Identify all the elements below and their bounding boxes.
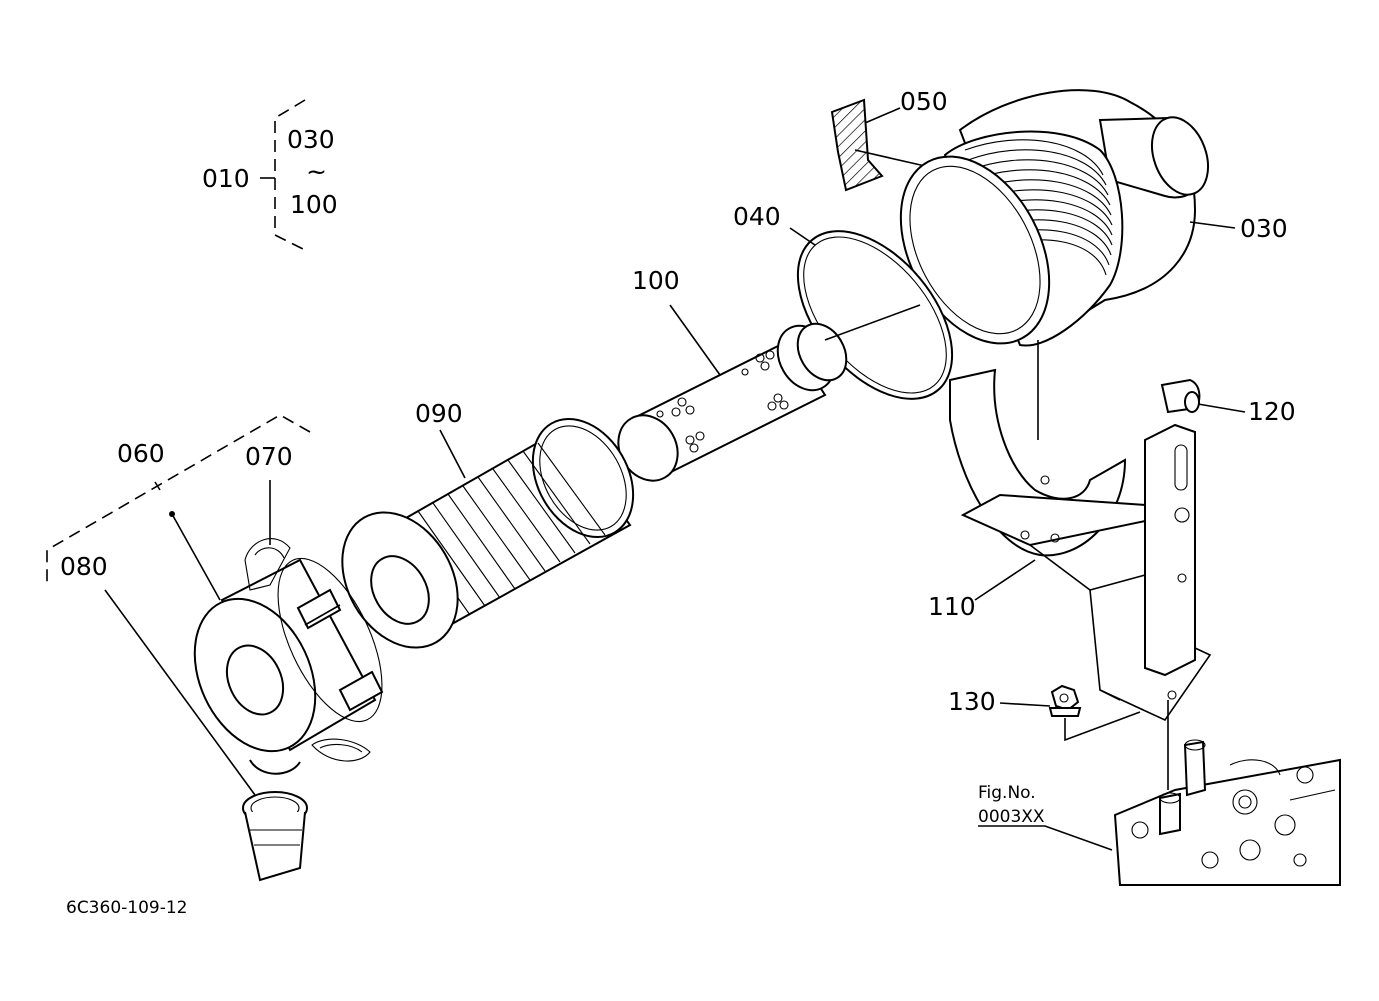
part-090-filter-element xyxy=(341,417,635,649)
part-060-dust-cup xyxy=(193,557,384,775)
figure-number-code: 0003XX xyxy=(978,807,1045,827)
label-070: 070 xyxy=(245,442,293,471)
label-120: 120 xyxy=(1248,397,1296,426)
assembly-axis-4 xyxy=(1064,711,1141,742)
label-110: 110 xyxy=(928,592,976,621)
engine-head-reference xyxy=(1113,700,1341,886)
part-130-nut xyxy=(1048,684,1082,717)
part-100-inner-element xyxy=(617,322,848,482)
label-100-range-end: 100 xyxy=(290,190,338,219)
part-070-clips xyxy=(244,538,371,762)
label-100: 100 xyxy=(632,266,680,295)
leader-120 xyxy=(1197,403,1246,413)
assembly-axis-1 xyxy=(824,304,921,341)
part-120-cap xyxy=(1160,378,1201,414)
label-range-tilde: ~ xyxy=(306,157,327,186)
part-050-shape xyxy=(830,98,884,192)
leader-080 xyxy=(104,589,256,796)
leader-110 xyxy=(974,559,1036,601)
leader-130 xyxy=(999,702,1051,707)
label-060: 060 xyxy=(117,439,165,468)
label-050: 050 xyxy=(900,87,948,116)
assembly-axis-3 xyxy=(304,604,341,626)
leader-fig xyxy=(978,825,1113,851)
label-010: 010 xyxy=(202,164,250,193)
leader-030 xyxy=(1189,221,1236,229)
leader-090 xyxy=(439,429,466,479)
label-090: 090 xyxy=(415,399,463,428)
leader-100 xyxy=(669,304,721,376)
leader-050-body xyxy=(854,149,926,167)
part-080-evacuator-valve xyxy=(242,791,308,882)
leader-060 xyxy=(171,513,221,601)
part-030-housing xyxy=(899,89,1210,347)
leader-040 xyxy=(789,227,816,246)
label-130: 130 xyxy=(948,687,996,716)
figure-number-label: Fig.No. xyxy=(978,783,1036,803)
leader-050 xyxy=(864,107,901,124)
label-040: 040 xyxy=(733,202,781,231)
label-080: 080 xyxy=(60,552,108,581)
part-110-bracket xyxy=(949,368,1212,722)
label-030-range-start: 030 xyxy=(287,125,335,154)
label-030: 030 xyxy=(1240,214,1288,243)
drawing-code: 6C360-109-12 xyxy=(66,898,187,918)
assembly-range-bracket xyxy=(260,99,306,251)
assembly-060-bracket xyxy=(46,414,311,585)
